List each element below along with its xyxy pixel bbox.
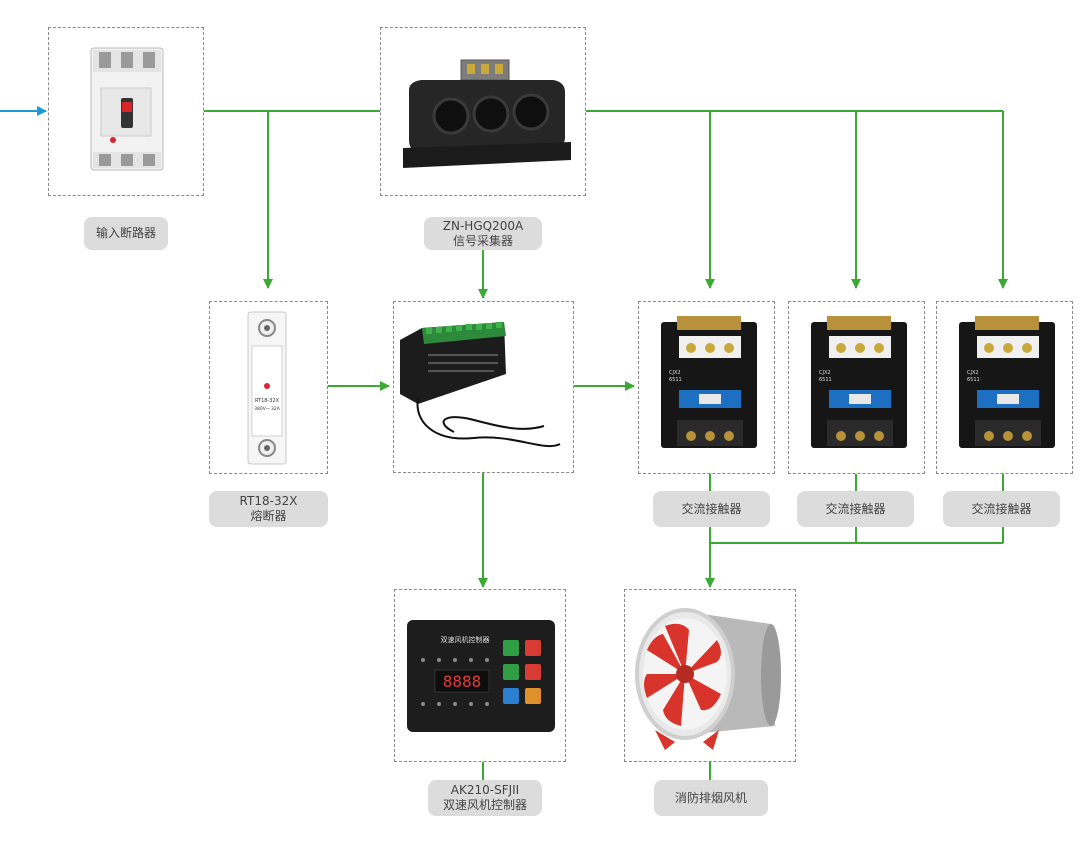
contactor-label-3: 交流接触器 <box>943 491 1060 527</box>
dual-speed-fan-controller-icon: 双速风机控制器 8888 <box>407 620 555 732</box>
ac-contactor-icon: CJX2 6511 <box>811 316 907 448</box>
fan-label: 消防排烟风机 <box>654 780 768 816</box>
fuse-model-text: RT18-32X <box>255 398 280 404</box>
contactor-number-text: 6511 <box>819 377 832 383</box>
contactor-number-text: 6511 <box>967 377 980 383</box>
control-module-icon <box>400 322 561 448</box>
collector-label: ZN-HGQ200A 信号采集器 <box>424 217 542 250</box>
fuse-holder-icon: RT18-32X 380V~ 32A <box>247 311 287 465</box>
contactor-label-1: 交流接触器 <box>653 491 770 527</box>
module-node <box>393 301 574 473</box>
controller-panel-title: 双速风机控制器 <box>441 635 490 644</box>
smoke-exhaust-fan-icon <box>635 608 781 750</box>
fuse-rating-text: 380V~ 32A <box>254 406 281 412</box>
breaker-node <box>48 27 204 196</box>
ac-contactor-icon: CJX2 6511 <box>959 316 1055 448</box>
contactor-model-text: CJX2 <box>967 370 979 376</box>
ac-contactor-icon: CJX2 6511 <box>661 316 757 448</box>
contactor-model-text: CJX2 <box>819 370 831 376</box>
current-transformer-icon <box>403 59 571 168</box>
contactor-node-1: CJX2 6511 <box>638 301 775 474</box>
fuse-label: RT18-32X 熔断器 <box>209 491 328 527</box>
controller-label: AK210-SFJII 双速风机控制器 <box>428 780 542 816</box>
fuse-node: RT18-32X 380V~ 32A <box>209 301 328 474</box>
contactor-label-2: 交流接触器 <box>797 491 914 527</box>
contactor-node-3: CJX2 6511 <box>936 301 1073 474</box>
controller-node: 双速风机控制器 8888 <box>394 589 566 762</box>
fan-node <box>624 589 796 762</box>
contactor-number-text: 6511 <box>669 377 682 383</box>
contactor-model-text: CJX2 <box>669 370 681 376</box>
breaker-label: 输入断路器 <box>84 217 168 250</box>
contactor-node-2: CJX2 6511 <box>788 301 925 474</box>
collector-node <box>380 27 586 196</box>
circuit-breaker-icon <box>90 47 164 171</box>
controller-display: 8888 <box>443 672 482 691</box>
